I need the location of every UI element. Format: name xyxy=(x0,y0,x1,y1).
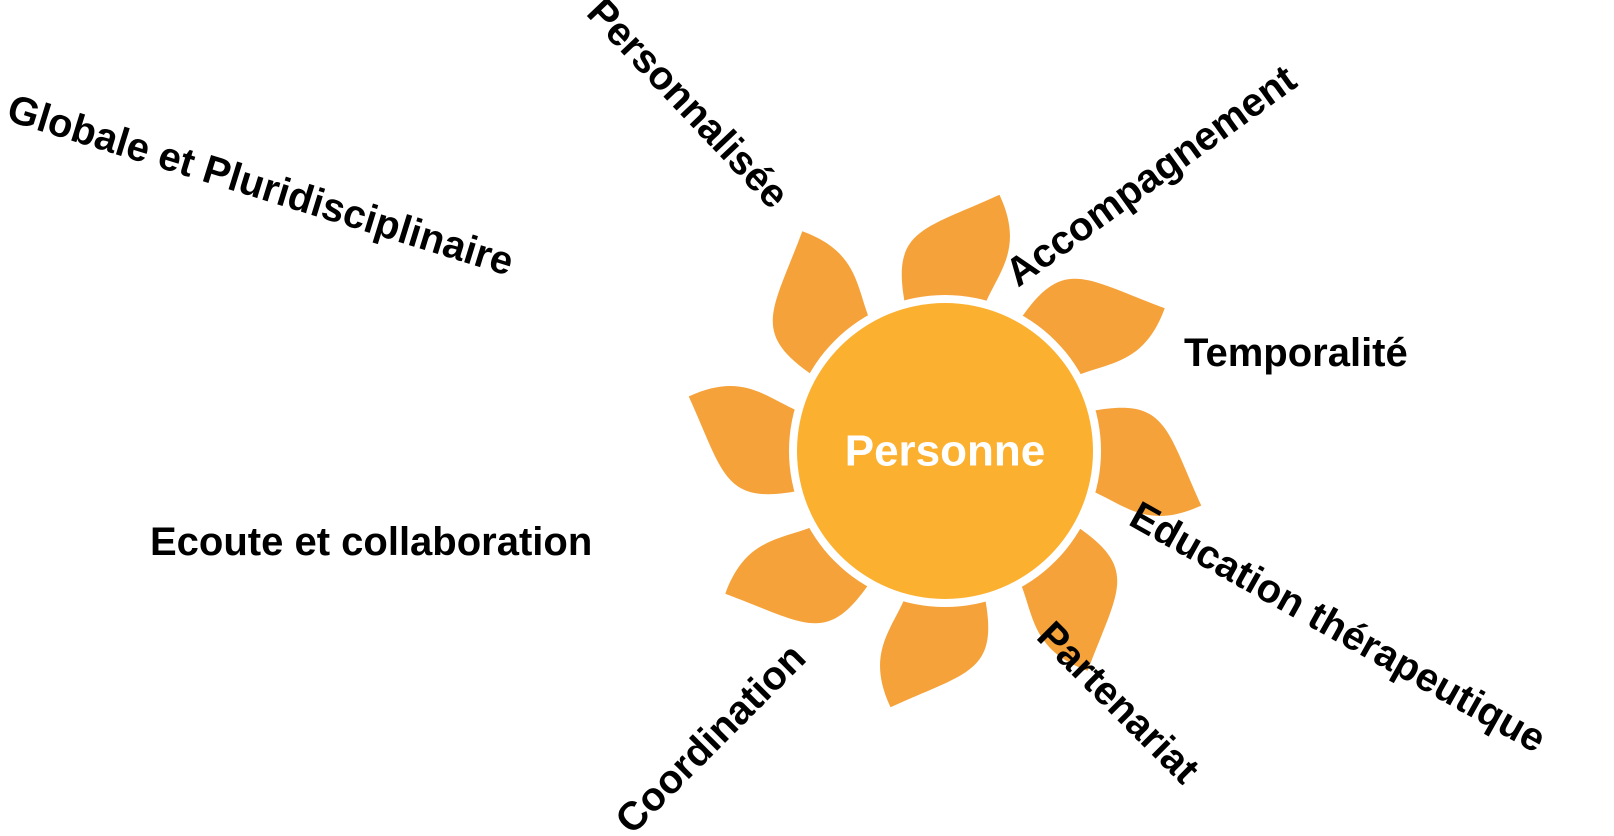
label-globale-et-pluridisciplinaire: Globale et Pluridisciplinaire xyxy=(2,87,518,285)
center-label-personne: Personne xyxy=(845,427,1046,476)
sun-ray-3 xyxy=(1091,407,1202,516)
label-accompagnement: Accompagnement xyxy=(998,57,1305,296)
label-coordination: Coordination xyxy=(607,635,814,836)
sun-ray-5 xyxy=(880,597,989,708)
sun-core xyxy=(797,303,1093,599)
label-ecoute-et-collaboration: Ecoute et collaboration xyxy=(150,520,592,564)
label-education-therapeutique: Education thérapeutique xyxy=(1123,493,1553,761)
label-temporalite: Temporalité xyxy=(1184,331,1408,375)
label-partenariat: Partenariat xyxy=(1029,613,1208,792)
sun-ray-7 xyxy=(688,386,799,495)
label-personnalisee: Personnalisée xyxy=(578,0,797,217)
sun-ray-1 xyxy=(901,194,1010,305)
